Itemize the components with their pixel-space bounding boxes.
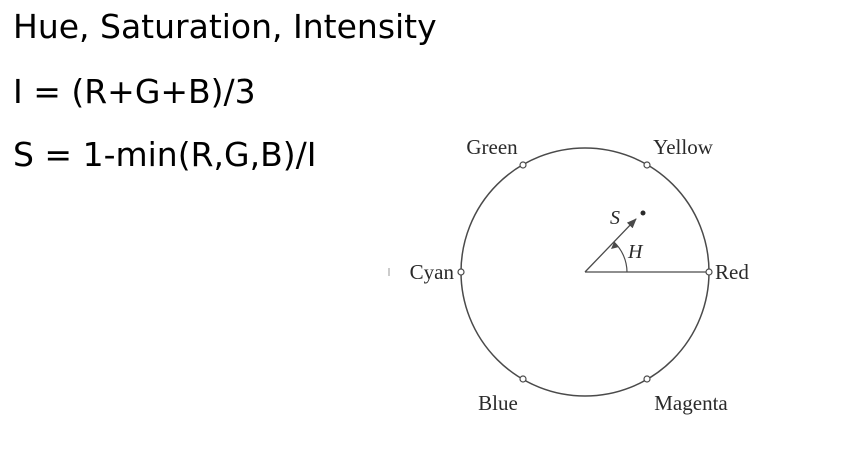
hue-arc-arrowhead — [611, 242, 619, 249]
red-marker — [705, 268, 713, 276]
label-blue: Blue — [478, 391, 518, 415]
label-magenta: Magenta — [654, 391, 728, 415]
slide-title: Hue, Saturation, Intensity — [13, 7, 437, 46]
label-red: Red — [715, 260, 749, 284]
saturation-formula: S = 1-min(R,G,B)/I — [13, 135, 317, 174]
color-point — [640, 210, 646, 216]
label-hue-h: H — [627, 241, 644, 263]
yellow-marker — [643, 161, 651, 169]
intensity-formula: I = (R+G+B)/3 — [13, 72, 256, 111]
label-saturation-s: S — [610, 207, 620, 229]
label-cyan: Cyan — [410, 260, 455, 284]
magenta-marker — [643, 375, 651, 383]
saturation-vector — [584, 218, 637, 273]
label-yellow: Yellow — [653, 135, 714, 159]
cyan-marker — [457, 268, 465, 276]
green-marker — [519, 161, 527, 169]
label-green: Green — [466, 135, 518, 159]
blue-marker — [519, 375, 527, 383]
